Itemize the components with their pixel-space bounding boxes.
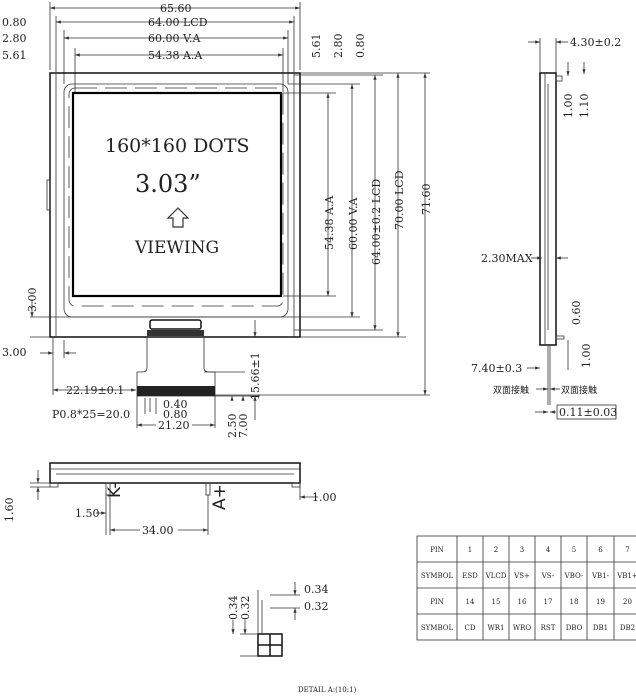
table-cell: 15 xyxy=(492,598,501,606)
dim-lcd: 64.00 LCD xyxy=(148,16,208,29)
dim-bl-1: 3.00 xyxy=(2,346,27,359)
dim-left-1: 2.80 xyxy=(2,32,27,45)
table-cell: SYMBOL xyxy=(421,572,454,580)
side-fpc-thickness: 0.11±0.03 xyxy=(559,406,617,419)
detail-caption: DETAIL A:(10:1) xyxy=(298,686,357,694)
table-cell: 20 xyxy=(623,598,632,606)
side-d3: 0.60 xyxy=(570,301,583,326)
table-cell: 17 xyxy=(544,598,553,606)
table-cell: 5 xyxy=(572,546,576,554)
table-cell: WRO xyxy=(513,624,531,632)
fpc-pitch: P0.8*25=20.0 xyxy=(52,408,130,421)
dim-right-2: 64.00±0.2 LCD xyxy=(370,179,383,265)
dim-aa: 54.38 A.A xyxy=(148,49,203,62)
side-max: 2.30MAX xyxy=(481,252,533,265)
table-cell: 14 xyxy=(466,598,475,606)
table-cell: 7 xyxy=(625,546,629,554)
fpc-total: 21.20 xyxy=(158,419,190,432)
detail-h1: 0.34 xyxy=(227,596,240,621)
note-left: 双面接触 xyxy=(493,384,529,396)
size-text: 3.03” xyxy=(135,170,201,198)
dim-right-3: 70.00 LCD xyxy=(393,170,406,230)
table-cell: 1 xyxy=(468,546,472,554)
fpc-pitch-single: 0.80 xyxy=(163,408,188,421)
side-d1: 1.00 xyxy=(562,94,575,119)
dim-tr-0: 5.61 xyxy=(310,34,323,59)
bottom-span: 34.00 xyxy=(142,524,174,537)
table-cell: 4 xyxy=(546,546,551,554)
fpc-width: 22.19±0.1 xyxy=(66,384,124,397)
bottom-a-off: 1.00 xyxy=(312,491,337,504)
dim-overall: 65.60 xyxy=(160,2,192,15)
table-cell: VB1- xyxy=(591,572,610,580)
table-cell: DB1 xyxy=(593,624,608,632)
table-cell: 16 xyxy=(518,598,527,606)
dim-va: 60.00 V.A xyxy=(148,32,202,45)
table-cell: 18 xyxy=(570,598,579,606)
up-arrow-icon xyxy=(166,207,190,228)
table-cell: DBO xyxy=(566,624,583,632)
side-fpc-len: 7.40±0.3 xyxy=(471,362,522,375)
lcd-module-front: 160*160 DOTS 3.03” VIEWING xyxy=(46,72,301,338)
detail-a: 0.34 0.32 0.34 0.32 DETAIL A:(10:1) xyxy=(227,582,357,694)
table-cell: PIN xyxy=(430,598,444,606)
side-view: 4.30±0.2 1.00 1.10 2.30MAX 0.60 1.00 7.4… xyxy=(471,36,621,420)
k-label: K- xyxy=(105,483,125,499)
table-cell: SYMBOL xyxy=(421,624,454,632)
table-cell: RST xyxy=(541,624,556,632)
dim-bl-0: 3.00 xyxy=(26,288,39,313)
side-thickness: 4.30±0.2 xyxy=(570,36,621,49)
viewing-text: VIEWING xyxy=(134,238,219,258)
bottom-view: K- A+ 1.60 1.50 34.00 1.00 xyxy=(3,462,337,537)
bottom-k-off: 1.50 xyxy=(75,507,100,520)
resolution-text: 160*160 DOTS xyxy=(105,135,250,157)
table-cell: VS+ xyxy=(513,572,530,580)
side-d4: 1.00 xyxy=(580,344,593,369)
fpc-len: 15.66±1 xyxy=(249,352,262,400)
dim-left-2: 5.61 xyxy=(2,49,27,62)
top-dimensions: 65.60 64.00 LCD 60.00 V.A 54.38 A.A 0.80… xyxy=(2,2,367,92)
table-cell: WR1 xyxy=(488,624,505,632)
fpc-h1: 2.50 xyxy=(226,414,239,439)
table-cell: 3 xyxy=(520,546,524,554)
fpc: 3.00 3.00 22.19±0.1 0.40 0.80 P0.8*25=20… xyxy=(2,288,262,439)
dim-right-0: 54.38 A.A xyxy=(323,195,336,250)
bottom-h: 1.60 xyxy=(3,498,16,523)
dim-right-1: 60.00 V.A xyxy=(347,196,360,250)
detail-w1: 0.34 xyxy=(304,583,329,596)
dim-left-0: 0.80 xyxy=(2,16,27,29)
table-cell: CD xyxy=(465,624,476,632)
table-cell: DB2 xyxy=(620,624,635,632)
table-cell: VLCD xyxy=(485,572,507,580)
fpc-h2: 7.00 xyxy=(237,414,250,439)
dim-right-4: 71.60 xyxy=(420,184,433,216)
side-d2: 1.10 xyxy=(578,94,591,119)
table-cell: 19 xyxy=(596,598,605,606)
right-dimensions: 54.38 A.A 60.00 V.A 64.00±0.2 LCD 70.00 … xyxy=(215,72,433,396)
table-cell: PIN xyxy=(430,546,444,554)
note-right: 双面接触 xyxy=(561,384,597,396)
table-cell: VS- xyxy=(541,572,555,580)
a-label: A+ xyxy=(210,484,230,510)
table-cell: ESD xyxy=(462,572,478,580)
table-cell: VB1+ xyxy=(616,572,636,580)
dim-tr-2: 0.80 xyxy=(354,34,367,59)
detail-w2: 0.32 xyxy=(304,600,329,613)
dim-tr-1: 2.80 xyxy=(332,34,345,59)
table-cell: 2 xyxy=(494,546,498,554)
fpc-pad: 0.40 xyxy=(163,398,188,411)
table-cell: VBO- xyxy=(564,572,584,580)
table-cell: 6 xyxy=(598,546,603,554)
detail-h2: 0.32 xyxy=(239,596,252,621)
